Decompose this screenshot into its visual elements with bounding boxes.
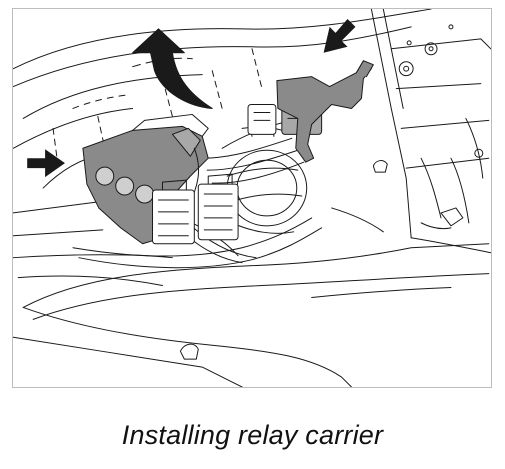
relay-blocks (152, 173, 239, 245)
relay-carrier-illustration (13, 9, 491, 387)
relay-carrier (82, 113, 209, 245)
right-bracket-structure (370, 9, 491, 254)
illustration-frame (12, 8, 492, 388)
rear-bracket (276, 60, 372, 163)
body-panel-lines (13, 9, 432, 287)
direction-arrow-top (323, 18, 356, 53)
direction-arrow-left (27, 149, 65, 178)
rotation-arrow (132, 28, 213, 109)
floor-panel (13, 160, 490, 387)
figure-caption: Installing relay carrier (121, 420, 384, 450)
